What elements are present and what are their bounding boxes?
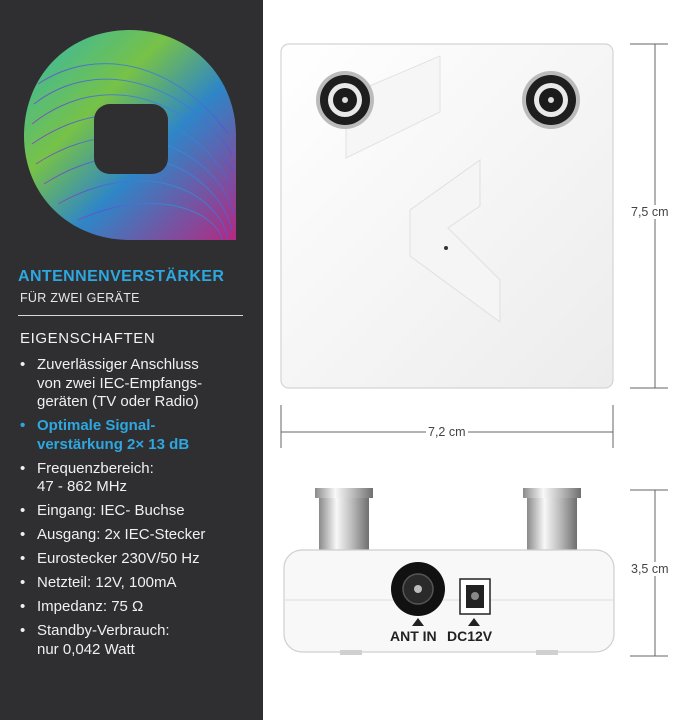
- bullet-icon: •: [20, 598, 26, 615]
- bullet-icon: •: [20, 417, 26, 434]
- feature-item: • Impedanz: 75 Ω: [20, 598, 260, 617]
- feature-text: Ausgang: 2x IEC-Stecker: [37, 526, 206, 543]
- feature-text: Standby-Verbrauch: nur 0,042 Watt: [37, 622, 170, 658]
- brand-logo-icon: [24, 30, 236, 241]
- dc12v-label: DC12V: [447, 628, 493, 644]
- feature-text: Eingang: IEC- Buchse: [37, 502, 185, 519]
- feature-item: • Optimale Signal- verstärkung 2× 13 dB: [20, 417, 260, 454]
- feature-item: • Zuverlässiger Anschluss von zwei IEC-Em…: [20, 356, 260, 412]
- bullet-icon: •: [20, 356, 26, 373]
- dimension-width-top: 7,2 cm: [426, 425, 468, 439]
- feature-text: Optimale Signal- verstärkung 2× 13 dB: [37, 417, 190, 453]
- features-heading: EIGENSCHAFTEN: [20, 330, 156, 347]
- output-plug-left-icon: [319, 492, 369, 554]
- output-socket-right-icon: [522, 71, 580, 129]
- bullet-icon: •: [20, 574, 26, 591]
- feature-item: • Standby-Verbrauch: nur 0,042 Watt: [20, 622, 260, 659]
- feature-text: Eurostecker 230V/50 Hz: [37, 550, 200, 567]
- dimension-height-side: 3,5 cm: [631, 562, 669, 576]
- arrow-up-icon: [412, 618, 424, 626]
- output-socket-left-icon: [316, 71, 374, 129]
- feature-item: • Eurostecker 230V/50 Hz: [20, 550, 260, 569]
- feature-text: Zuverlässiger Anschluss von zwei IEC-Emp…: [37, 356, 203, 410]
- led-icon: [444, 246, 448, 250]
- ant-in-label: ANT IN: [390, 628, 437, 644]
- side-view-device: [283, 488, 615, 655]
- feature-text: Impedanz: 75 Ω: [37, 598, 144, 615]
- bullet-icon: •: [20, 550, 26, 567]
- bullet-icon: •: [20, 459, 26, 477]
- divider: [18, 315, 243, 316]
- feature-text: Netzteil: 12V, 100mA: [37, 574, 177, 591]
- dc-power-socket-icon: [459, 578, 491, 615]
- feature-list: • Zuverlässiger Anschluss von zwei IEC-Em…: [20, 356, 260, 665]
- top-view-device: [280, 43, 614, 389]
- antenna-input-socket-icon: [391, 562, 445, 616]
- info-panel: ANTENNENVERSTÄRKER FÜR ZWEI GERÄTE EIGEN…: [0, 0, 263, 720]
- feature-item: • Netzteil: 12V, 100mA: [20, 574, 260, 593]
- dimension-height-top: 7,5 cm: [631, 205, 669, 219]
- arrow-up-icon: [468, 618, 480, 626]
- product-subtitle: FÜR ZWEI GERÄTE: [20, 291, 140, 305]
- feature-item: • Ausgang: 2x IEC-Stecker: [20, 526, 260, 545]
- product-title: ANTENNENVERSTÄRKER: [18, 268, 225, 285]
- bullet-icon: •: [20, 526, 26, 543]
- feature-item: • Frequenzbereich: 47 - 862 MHz: [20, 460, 260, 497]
- bullet-icon: •: [20, 622, 26, 639]
- output-plug-right-icon: [527, 492, 577, 554]
- feature-text: Frequenzbereich: 47 - 862 MHz: [37, 459, 154, 496]
- bullet-icon: •: [20, 502, 26, 519]
- feature-item: • Eingang: IEC- Buchse: [20, 502, 260, 521]
